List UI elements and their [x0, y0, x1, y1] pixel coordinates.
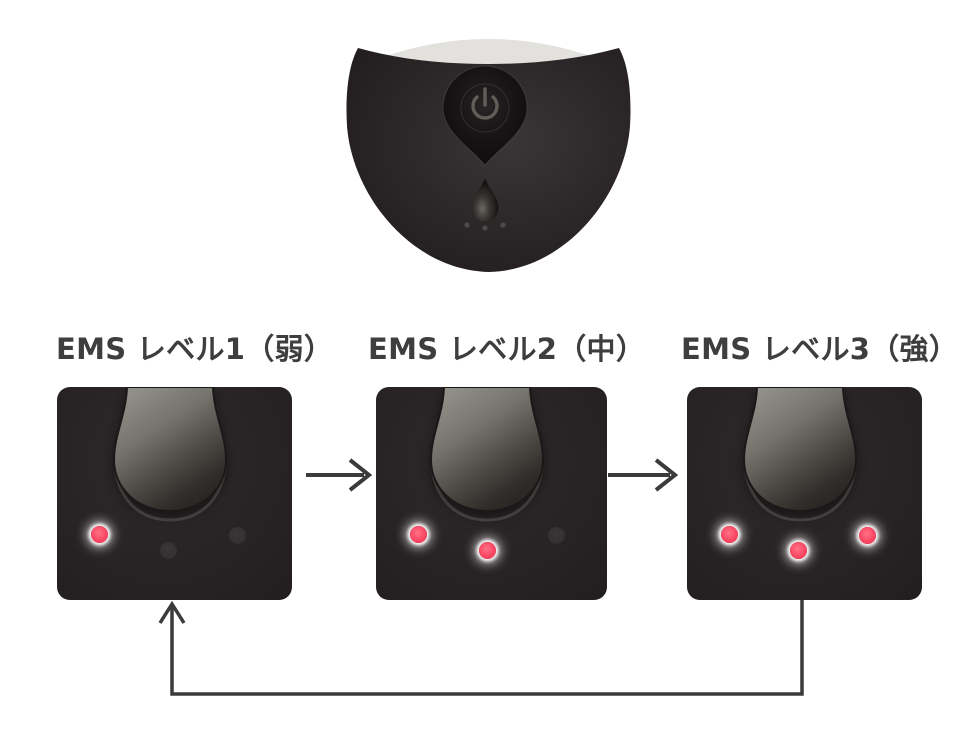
- drop-indicator-closeup: [429, 387, 545, 522]
- arrow-right-icon: [608, 458, 679, 492]
- led-dots-small: [464, 222, 506, 231]
- level-1-label: EMS レベル1（弱）: [56, 332, 334, 366]
- led-indicator: [479, 542, 496, 559]
- power-button-face: [460, 83, 510, 133]
- led-indicator: [859, 527, 876, 544]
- led-indicator: [721, 526, 738, 543]
- led-indicator: [548, 527, 565, 544]
- level-3-label: EMS レベル3（強）: [681, 332, 959, 366]
- device-photo: [346, 39, 631, 272]
- led-indicator: [160, 542, 177, 559]
- level-2-panel: [376, 387, 607, 600]
- loop-back-arrow: [158, 600, 804, 696]
- led-indicator: [790, 542, 807, 559]
- level-1-panel: [57, 387, 292, 600]
- arrow-right-icon: [306, 458, 373, 492]
- led-indicator: [229, 527, 246, 544]
- level-3-panel: [687, 387, 922, 600]
- device-top-band: [377, 39, 599, 65]
- drop-indicator-closeup: [742, 387, 858, 522]
- led-indicator: [410, 526, 427, 543]
- level-2-label: EMS レベル2（中）: [368, 332, 646, 366]
- drop-indicator-small: [471, 178, 499, 222]
- led-indicator: [91, 526, 108, 543]
- power-icon: [471, 87, 499, 120]
- drop-indicator-closeup: [112, 387, 228, 522]
